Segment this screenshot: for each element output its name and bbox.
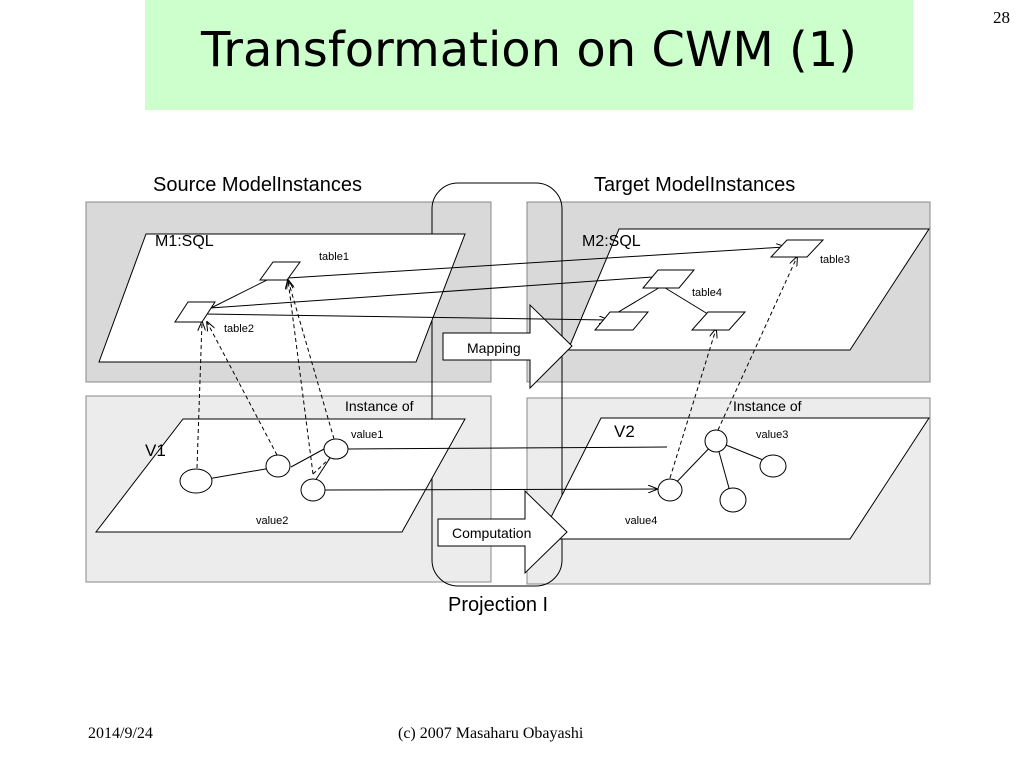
value3-node bbox=[704, 429, 728, 453]
table1-label: table1 bbox=[319, 251, 349, 263]
table2-label: table2 bbox=[224, 323, 254, 335]
table3-shape bbox=[769, 239, 825, 258]
table2-shape bbox=[174, 301, 216, 323]
slide-title: Transformation on CWM (1) bbox=[200, 22, 858, 78]
v2-label: V2 bbox=[614, 422, 635, 441]
mapping-label: Mapping bbox=[467, 340, 521, 356]
v2-node-d bbox=[719, 487, 747, 513]
projection-box bbox=[431, 182, 563, 587]
target-heading: Target ModelInstances bbox=[594, 174, 795, 196]
projection-label: Projection I bbox=[448, 594, 548, 616]
instance-of-right-label: Instance of bbox=[733, 398, 802, 414]
m2-label: M2:SQL bbox=[582, 233, 641, 250]
v1-node-a bbox=[179, 468, 213, 494]
table4-label: table4 bbox=[692, 287, 722, 299]
value4-label: value4 bbox=[625, 515, 657, 527]
title-banner: Transformation on CWM (1) bbox=[145, 0, 913, 110]
value3-label: value3 bbox=[756, 429, 788, 441]
target-table-b-shape bbox=[690, 311, 747, 331]
value1-label: value1 bbox=[351, 429, 383, 441]
computation-arrow bbox=[437, 489, 568, 575]
table4-shape bbox=[641, 269, 696, 289]
v1-label: V1 bbox=[145, 441, 166, 460]
v2-plane bbox=[539, 417, 930, 540]
table3-label: table3 bbox=[820, 254, 850, 266]
footer-copyright: (c) 2007 Masaharu Obayashi bbox=[398, 725, 584, 742]
mapping-arrow bbox=[442, 303, 573, 390]
v1-node-b bbox=[265, 454, 291, 478]
slide-number: 28 bbox=[993, 8, 1010, 27]
m1-label: M1:SQL bbox=[155, 233, 214, 250]
v2-node-c bbox=[759, 454, 787, 478]
value2-node bbox=[300, 478, 326, 502]
source-heading: Source ModelInstances bbox=[153, 174, 362, 196]
computation-label: Computation bbox=[452, 525, 531, 541]
m2-plane bbox=[567, 228, 930, 351]
value1-node bbox=[323, 438, 349, 460]
instance-of-left-label: Instance of bbox=[345, 398, 414, 414]
target-table-a-shape bbox=[593, 311, 650, 331]
footer-date: 2014/9/24 bbox=[88, 725, 153, 742]
value2-label: value2 bbox=[256, 515, 288, 527]
table1-shape bbox=[259, 261, 301, 281]
m1-plane bbox=[98, 233, 466, 363]
value4-node bbox=[657, 478, 683, 502]
